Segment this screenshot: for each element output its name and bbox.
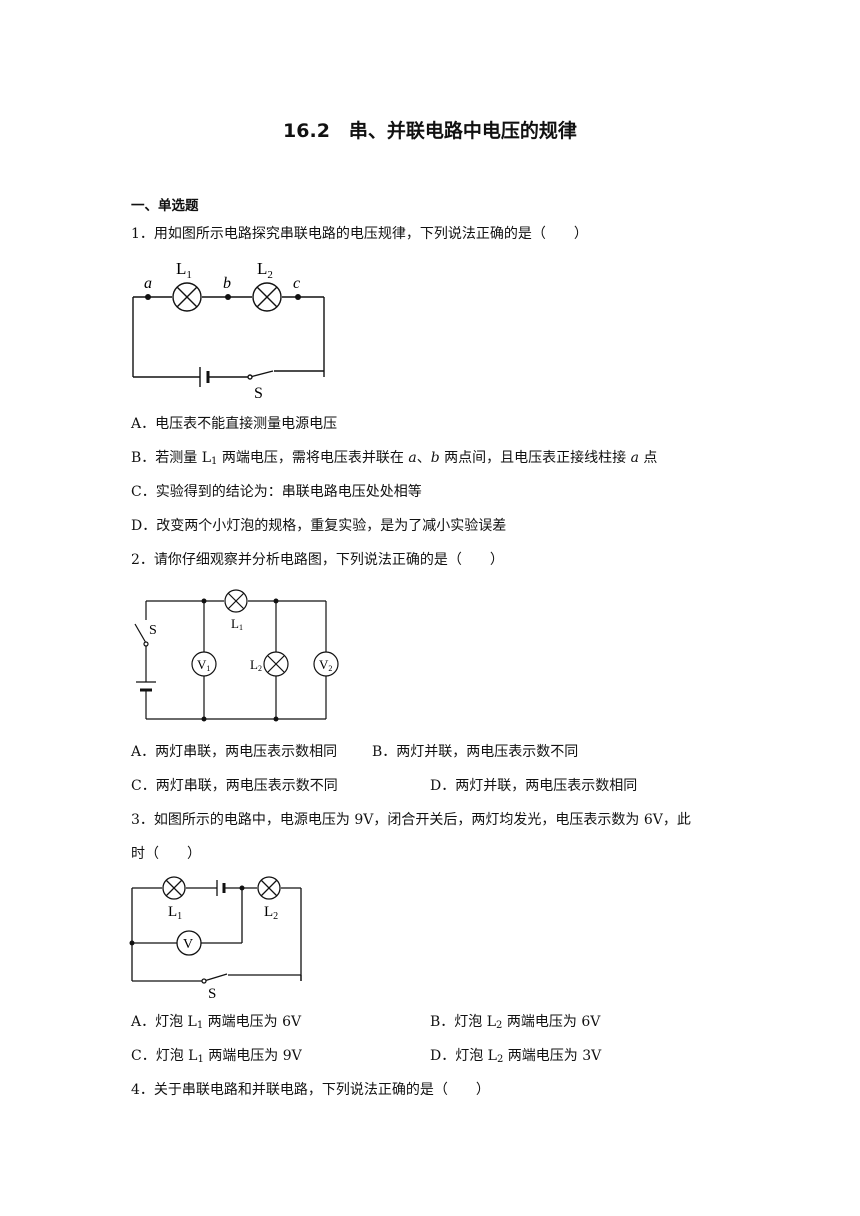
lamp-l1-symbol <box>224 589 248 613</box>
q3-option-c: C．灯泡 L1 两端电压为 9V <box>131 1048 302 1065</box>
node-b <box>225 294 231 300</box>
q2-option-a: A．两灯串联，两电压表示数相同 <box>131 744 338 760</box>
label-l1: L1 <box>168 904 182 922</box>
q1-option-c: C．实验得到的结论为：串联电路电压处处相等 <box>131 484 422 500</box>
label-l2: L2 <box>257 259 273 281</box>
node-c <box>295 294 301 300</box>
battery-symbol <box>136 681 156 692</box>
section-heading: 一、单选题 <box>131 198 199 214</box>
q2-circuit-diagram: V1 V2 S L1 L2 <box>134 589 339 722</box>
switch-symbol <box>247 370 274 380</box>
voltmeter-v2-symbol: V2 <box>313 651 339 677</box>
label-l2: L2 <box>250 657 262 673</box>
switch-symbol <box>201 973 228 984</box>
svg-text:V: V <box>183 937 193 952</box>
svg-text:V1: V1 <box>197 657 210 673</box>
lamp-l2-symbol <box>263 651 289 677</box>
svg-text:V2: V2 <box>319 657 332 673</box>
label-l1: L1 <box>176 259 192 281</box>
page-title: 16.2 串、并联电路中电压的规律 <box>283 120 577 142</box>
voltmeter-symbol: V <box>176 930 202 956</box>
q2-option-d: D．两灯并联，两电压表示数相同 <box>430 778 638 794</box>
lamp-l2-symbol <box>252 282 282 312</box>
q1-option-a: A．电压表不能直接测量电源电压 <box>131 416 338 432</box>
lamp-l1-symbol <box>162 876 186 900</box>
node-a <box>145 294 151 300</box>
q2-stem: 2．请你仔细观察并分析电路图，下列说法正确的是（ ） <box>131 552 504 568</box>
label-l2: L2 <box>264 904 278 922</box>
q3-stem-line-1: 3．如图所示的电路中，电源电压为 9V，闭合开关后，两灯均发光，电压表示数为 6… <box>131 812 691 828</box>
lamp-l1-symbol <box>172 282 202 312</box>
q1-option-b: B．若测量 L1 两端电压，需将电压表并联在 a、b 两点间，且电压表正接线柱接… <box>131 450 658 467</box>
q3-option-b: B．灯泡 L2 两端电压为 6V <box>430 1014 601 1031</box>
q1-stem: 1．用如图所示电路探究串联电路的电压规律，下列说法正确的是（ ） <box>131 226 588 242</box>
label-s: S <box>149 623 157 638</box>
q3-stem-line-2: 时（ ） <box>131 846 201 862</box>
q2-option-b: B．两灯并联，两电压表示数不同 <box>372 744 579 760</box>
q3-circuit-diagram: V L1 L2 S <box>129 876 302 1002</box>
battery-symbol <box>199 367 210 387</box>
q1-option-d: D．改变两个小灯泡的规格，重复实验，是为了减小实验误差 <box>131 518 507 534</box>
q3-option-a: A．灯泡 L1 两端电压为 6V <box>131 1014 302 1031</box>
label-a: a <box>144 275 152 292</box>
q4-stem: 4．关于串联电路和并联电路，下列说法正确的是（ ） <box>131 1082 490 1098</box>
q1-circuit-diagram: a b c L1 L2 S <box>132 259 325 402</box>
battery-symbol <box>216 880 226 896</box>
q2-option-c: C．两灯串联，两电压表示数不同 <box>131 778 338 794</box>
q3-option-d: D．灯泡 L2 两端电压为 3V <box>430 1048 602 1065</box>
label-s: S <box>208 986 216 1002</box>
label-s: S <box>254 385 263 402</box>
label-b: b <box>223 275 231 292</box>
label-c: c <box>293 275 300 292</box>
label-l1: L1 <box>231 616 243 632</box>
voltmeter-v1-symbol: V1 <box>191 651 217 677</box>
lamp-l2-symbol <box>257 876 281 900</box>
switch-symbol <box>134 623 149 647</box>
